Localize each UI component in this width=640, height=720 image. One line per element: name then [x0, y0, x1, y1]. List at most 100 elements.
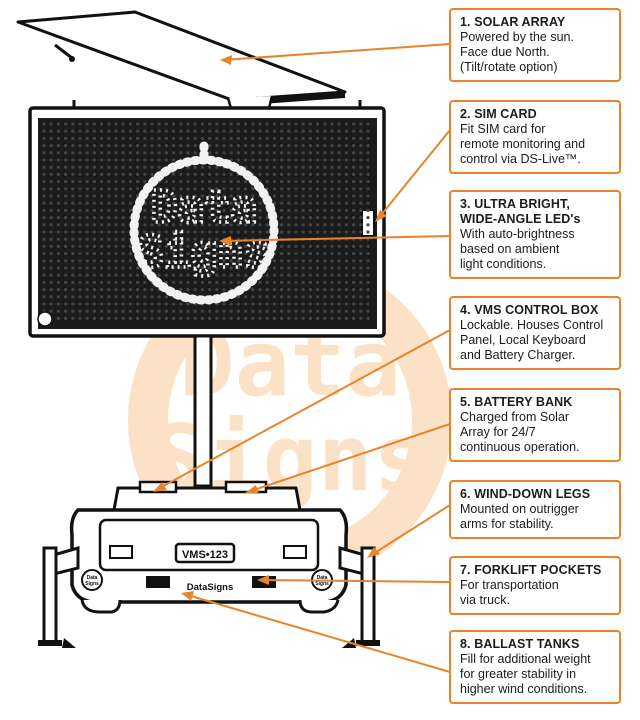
- led-dot: [100, 208, 104, 212]
- led-dot: [308, 144, 312, 148]
- led-dot: [136, 288, 140, 292]
- led-dot: [121, 273, 125, 277]
- led-dot: [344, 151, 348, 155]
- led-dot: [71, 237, 75, 241]
- led-dot: [208, 252, 212, 256]
- led-dot: [157, 316, 161, 320]
- led-dot: [294, 316, 298, 320]
- led-dot: [208, 165, 212, 169]
- led-dot: [92, 244, 96, 248]
- led-dot: [272, 180, 276, 184]
- led-dot: [193, 172, 197, 176]
- led-dot: [49, 244, 53, 248]
- connector-6: [369, 504, 451, 557]
- led-dot: [208, 266, 212, 270]
- led-dot: [114, 165, 118, 169]
- led-dot: [323, 244, 327, 248]
- led-dot: [85, 172, 89, 176]
- led-dot: [143, 252, 147, 256]
- led-dot: [287, 201, 291, 205]
- led-dot: [229, 172, 233, 176]
- led-dot: [42, 288, 46, 292]
- led-dot: [107, 144, 111, 148]
- led-dot: [215, 223, 219, 227]
- led-dot: [56, 216, 61, 220]
- led-dot: [121, 223, 125, 227]
- led-dot: [49, 144, 53, 148]
- led-dot: [366, 266, 370, 270]
- led-dot: [337, 151, 341, 155]
- led-dot: [316, 280, 320, 284]
- led-dot: [308, 230, 312, 234]
- led-dot: [186, 309, 190, 313]
- led-dot: [316, 151, 320, 155]
- led-dot: [193, 165, 197, 169]
- led-dot: [128, 180, 132, 184]
- led-dot: [92, 280, 96, 284]
- led-dot: [193, 208, 197, 212]
- led-dot: [352, 309, 356, 313]
- led-dot: [344, 302, 348, 306]
- led-dot: [330, 280, 334, 284]
- led-dot: [92, 158, 96, 162]
- callout-desc-line: Mounted on outrigger: [460, 502, 579, 516]
- led-dot: [100, 316, 104, 320]
- led-dot: [114, 144, 118, 148]
- led-dot: [229, 129, 233, 133]
- led-dot: [56, 136, 61, 140]
- led-dot: [301, 216, 305, 220]
- led-dot: [359, 187, 363, 191]
- led-dot: [49, 288, 53, 292]
- led-dot: [85, 129, 89, 133]
- led-dot: [92, 172, 96, 176]
- led-dot: [352, 295, 356, 299]
- led-dot: [193, 151, 197, 155]
- led-dot: [272, 288, 276, 292]
- led-dot: [251, 216, 255, 220]
- led-dot: [251, 144, 255, 148]
- led-dot: [92, 252, 96, 256]
- led-dot: [56, 309, 61, 313]
- callout-vms-control-box: 4. VMS CONTROL BOX Lockable. Houses Cont…: [449, 296, 621, 370]
- led-dot: [359, 230, 363, 234]
- led-dot: [71, 302, 75, 306]
- led-dot: [359, 158, 363, 162]
- led-dot: [258, 316, 262, 320]
- led-dot: [164, 316, 168, 320]
- led-dot: [323, 180, 327, 184]
- led-dot: [280, 158, 284, 162]
- led-dot: [323, 288, 327, 292]
- led-dot: [85, 302, 89, 306]
- led-dot: [352, 223, 356, 227]
- led-dot: [150, 136, 154, 140]
- led-dot: [128, 259, 132, 263]
- led-dot: [244, 158, 248, 162]
- led-dot: [85, 288, 89, 292]
- led-dot: [301, 252, 305, 256]
- led-dot: [301, 280, 305, 284]
- led-dot: [287, 208, 291, 212]
- led-dot: [352, 129, 356, 133]
- led-dot: [316, 244, 320, 248]
- led-dot: [337, 259, 341, 263]
- led-dot: [316, 158, 320, 162]
- led-dot: [308, 208, 312, 212]
- led-dot: [287, 151, 291, 155]
- led-dot: [114, 187, 118, 191]
- led-dot: [280, 273, 284, 277]
- led-dot: [172, 187, 176, 191]
- led-dot: [301, 208, 305, 212]
- led-dot: [344, 122, 348, 126]
- led-dot: [64, 302, 68, 306]
- led-dot: [280, 259, 284, 263]
- led-dot: [272, 129, 276, 133]
- led-dot: [121, 252, 125, 256]
- led-dot: [42, 187, 46, 191]
- led-dot: [330, 158, 334, 162]
- led-dot: [308, 288, 312, 292]
- led-dot: [150, 266, 154, 270]
- led-dot: [301, 136, 305, 140]
- led-dot: [42, 136, 46, 140]
- led-dot: [294, 309, 298, 313]
- led-dot: [85, 208, 89, 212]
